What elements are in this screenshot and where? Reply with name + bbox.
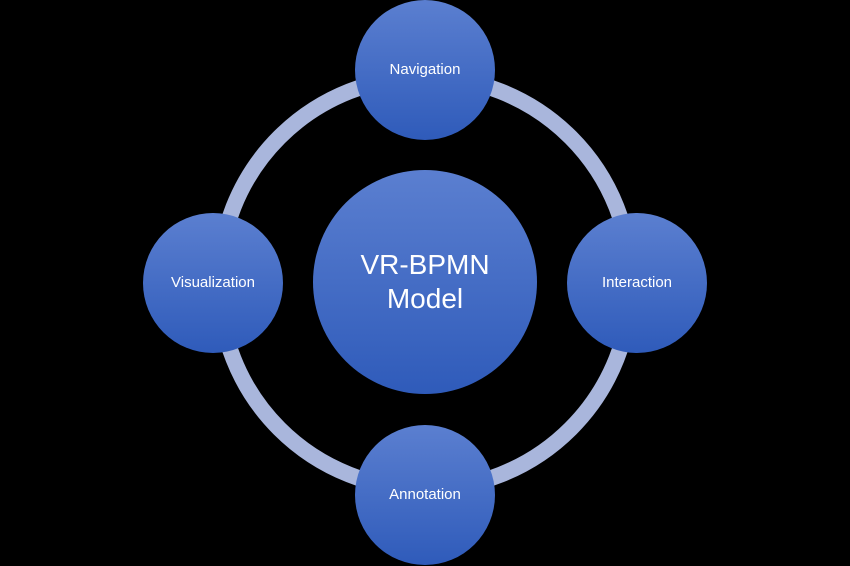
navigation-node-label: Navigation xyxy=(389,61,461,78)
annotation-node-label: Annotation xyxy=(389,486,461,503)
visualization-node-label: Visualization xyxy=(171,274,255,291)
annotation-node-circle xyxy=(355,425,495,565)
interaction-node-label: Interaction xyxy=(601,274,673,291)
center-node-label: VR-BPMN Model xyxy=(360,249,490,314)
visualization-node-circle xyxy=(143,213,283,353)
interaction-node-circle xyxy=(567,213,707,353)
navigation-node-circle xyxy=(355,0,495,140)
center-node-circle xyxy=(313,170,537,394)
